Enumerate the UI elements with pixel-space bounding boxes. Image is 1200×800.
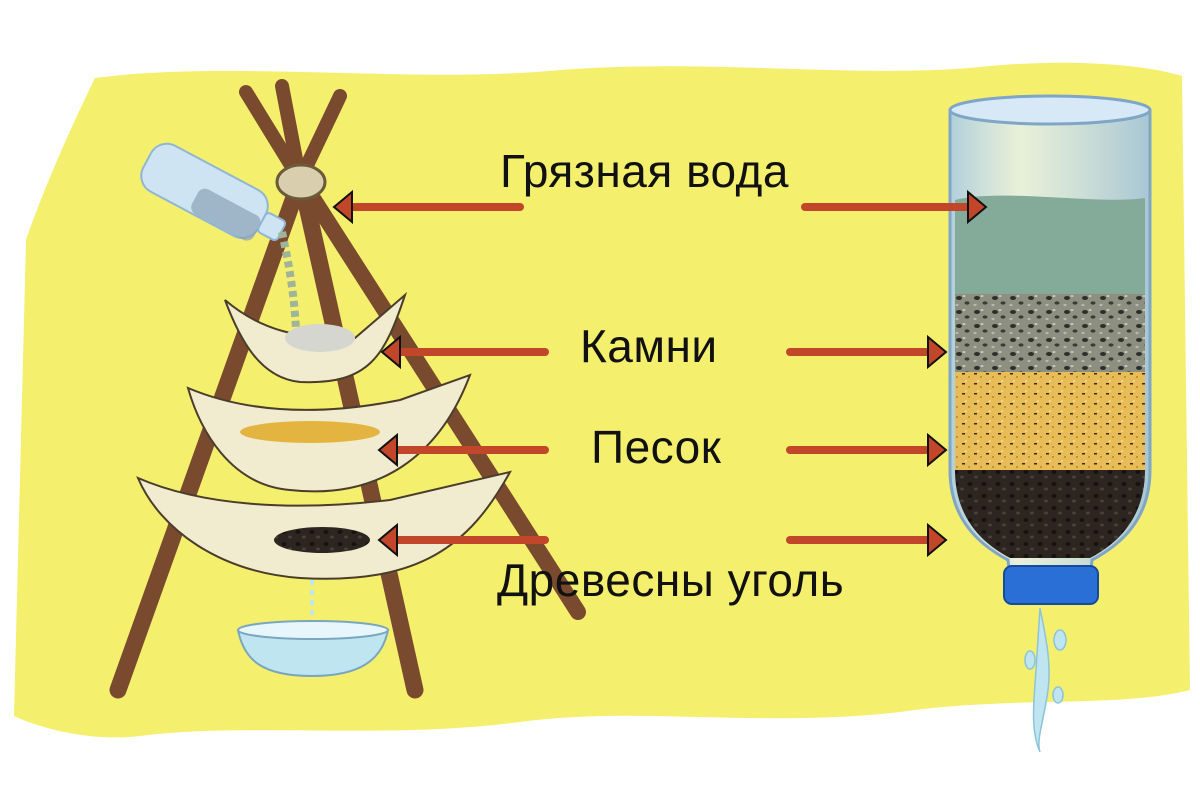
layer-charcoal <box>955 470 1145 558</box>
arrows <box>341 203 979 544</box>
arrowhead-stones-right <box>927 334 948 370</box>
layer-sand <box>955 372 1145 472</box>
dirty-water-stream <box>278 231 300 331</box>
label-charcoal: Древесны уголь <box>497 554 845 606</box>
label-stones: Камни <box>580 320 718 372</box>
rope-binding <box>275 163 327 201</box>
bottle-cap <box>1003 565 1099 605</box>
arrowhead-stones-left <box>380 334 401 370</box>
label-dirty-water: Грязная вода <box>500 145 789 197</box>
arrowhead-sand-right <box>927 432 948 468</box>
filtered-water-drips <box>1024 607 1067 753</box>
layer-stones <box>955 294 1145 374</box>
pouring-bottle <box>140 142 287 242</box>
label-sand: Песок <box>591 421 722 473</box>
collection-bowl <box>236 629 390 678</box>
hammock-charcoal <box>136 470 512 580</box>
bottle-rim <box>948 94 1152 126</box>
bottle-filter-illustration <box>948 94 1152 753</box>
hammock-stones-contents <box>285 324 355 352</box>
layer-dirty-water <box>955 195 1145 296</box>
arrowhead-charcoal-left <box>377 522 398 558</box>
arrowhead-dirty-left <box>332 189 353 225</box>
arrowhead-dirty-right <box>967 189 988 225</box>
collection-bowl-rim <box>237 620 389 640</box>
arrowheads <box>332 189 988 558</box>
hammock-sand-contents <box>240 421 380 443</box>
arrowhead-sand-left <box>377 432 398 468</box>
hammock-charcoal-contents <box>274 527 370 553</box>
arrowhead-charcoal-right <box>927 522 948 558</box>
